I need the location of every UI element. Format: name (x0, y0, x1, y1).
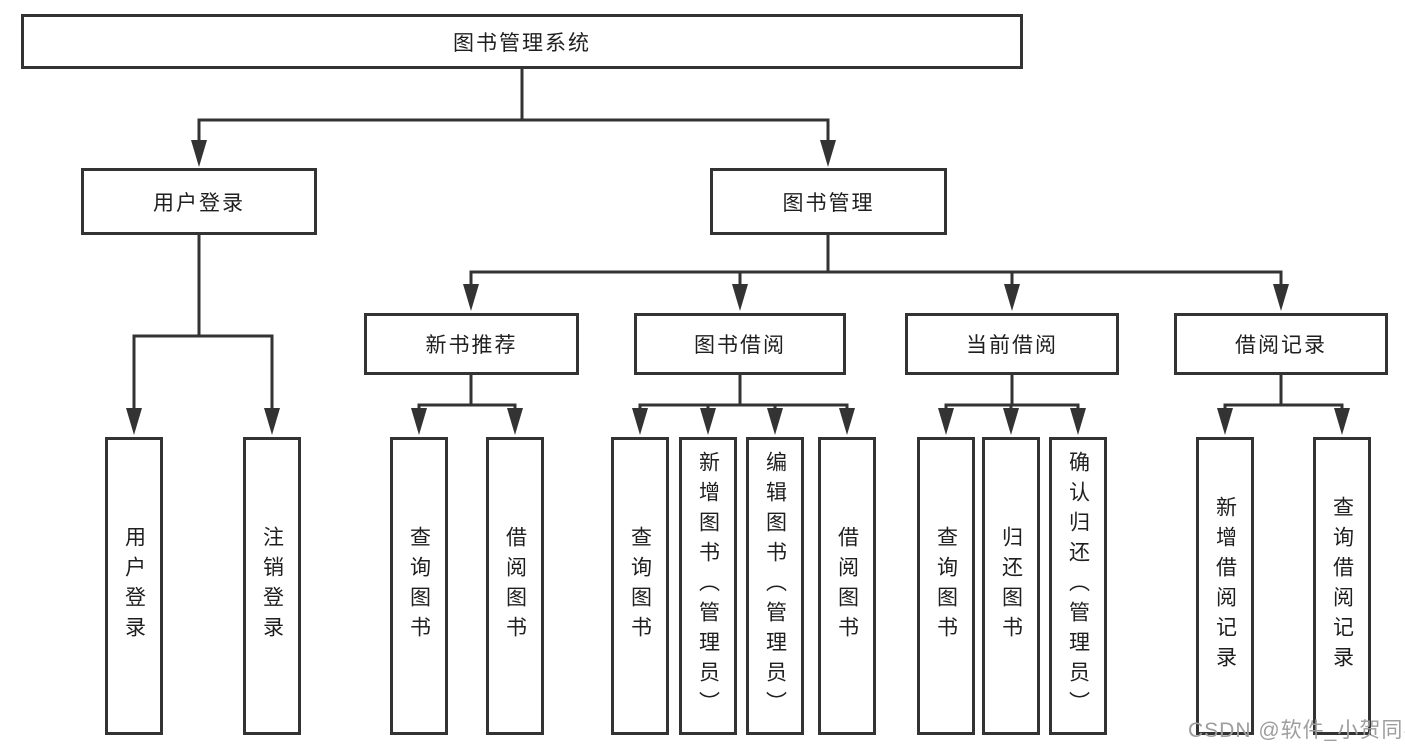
arrowhead (1217, 408, 1233, 435)
connector-book-management-children (469, 235, 1283, 286)
node-book-management: 图书管理 (710, 168, 947, 235)
node-book-borrowing-label: 图书借阅 (694, 334, 786, 357)
leaf-nb-query-books: 查询图书 (390, 437, 448, 735)
leaf-bb-add-books-admin-label: 新增图书（管理员） (696, 451, 720, 721)
leaf-user-login: 用户登录 (105, 437, 163, 735)
leaf-bb-borrow-books: 借阅图书 (818, 437, 876, 735)
arrowhead (732, 284, 748, 311)
connector-borrowing-records-children (1223, 375, 1344, 411)
node-book-management-label: 图书管理 (782, 191, 875, 215)
leaf-bb-add-books-admin: 新增图书（管理员） (679, 437, 737, 735)
arrowhead (820, 140, 836, 167)
connector-current-borrowing-children (944, 375, 1080, 411)
node-root: 图书管理系统 (21, 14, 1023, 69)
leaf-bb-query-books: 查询图书 (611, 437, 669, 735)
leaf-bb-query-books-label: 查询图书 (628, 526, 652, 646)
node-current-borrowing: 当前借阅 (905, 313, 1119, 375)
arrowhead (1003, 408, 1019, 435)
leaf-nb-borrow-books: 借阅图书 (486, 437, 544, 735)
leaf-bb-borrow-books-label: 借阅图书 (835, 526, 859, 646)
node-user-login-label: 用户登录 (153, 191, 245, 215)
node-new-book-recommendation-label: 新书推荐 (425, 334, 518, 357)
leaf-cb-return-books: 归还图书 (982, 437, 1040, 735)
leaf-nb-borrow-books-label: 借阅图书 (503, 526, 527, 646)
arrowhead (191, 140, 207, 167)
arrowhead (1004, 284, 1020, 311)
arrowhead (700, 408, 716, 435)
leaf-bb-edit-books-admin: 编辑图书（管理员） (746, 437, 804, 735)
leaf-bb-edit-books-admin-label: 编辑图书（管理员） (763, 451, 787, 721)
arrowhead (507, 408, 523, 435)
arrowhead (632, 408, 648, 435)
arrowhead (1334, 408, 1350, 435)
leaf-br-add-record-label: 新增借阅记录 (1213, 496, 1237, 676)
leaf-br-query-record: 查询借阅记录 (1313, 437, 1371, 735)
node-borrowing-records: 借阅记录 (1174, 313, 1388, 375)
leaf-cb-confirm-return-admin: 确认归还（管理员） (1049, 437, 1107, 735)
connector-user-login-children (132, 235, 274, 410)
node-borrowing-records-label: 借阅记录 (1235, 334, 1327, 357)
node-new-book-recommendation: 新书推荐 (364, 313, 579, 375)
leaf-cb-query-books-label: 查询图书 (934, 526, 958, 646)
arrowhead (839, 408, 855, 435)
arrowhead (1273, 284, 1289, 311)
connector-book-borrowing-children (638, 375, 849, 411)
leaf-nb-query-books-label: 查询图书 (407, 526, 431, 646)
arrowhead (126, 408, 142, 435)
watermark: CSDN @软件_小贺同学 (1188, 719, 1405, 742)
arrowhead (463, 284, 479, 311)
node-root-label: 图书管理系统 (453, 31, 591, 55)
leaf-cb-query-books: 查询图书 (917, 437, 975, 735)
node-book-borrowing: 图书借阅 (634, 313, 846, 375)
leaf-br-add-record: 新增借阅记录 (1196, 437, 1254, 735)
leaf-logout-label: 注销登录 (260, 526, 284, 646)
node-user-login: 用户登录 (81, 168, 317, 235)
arrowhead (767, 408, 783, 435)
leaf-user-login-label: 用户登录 (122, 526, 146, 646)
connector-root-to-level2 (197, 69, 830, 142)
leaf-logout: 注销登录 (243, 437, 301, 735)
leaf-cb-confirm-return-admin-label: 确认归还（管理员） (1066, 451, 1090, 721)
connector-new-book-children (417, 375, 517, 411)
node-current-borrowing-label: 当前借阅 (966, 334, 1058, 357)
arrowhead (1070, 408, 1086, 435)
arrowhead (938, 408, 954, 435)
leaf-cb-return-books-label: 归还图书 (999, 526, 1023, 646)
arrowhead (264, 408, 280, 435)
leaf-br-query-record-label: 查询借阅记录 (1330, 496, 1354, 676)
arrowhead (411, 408, 427, 435)
